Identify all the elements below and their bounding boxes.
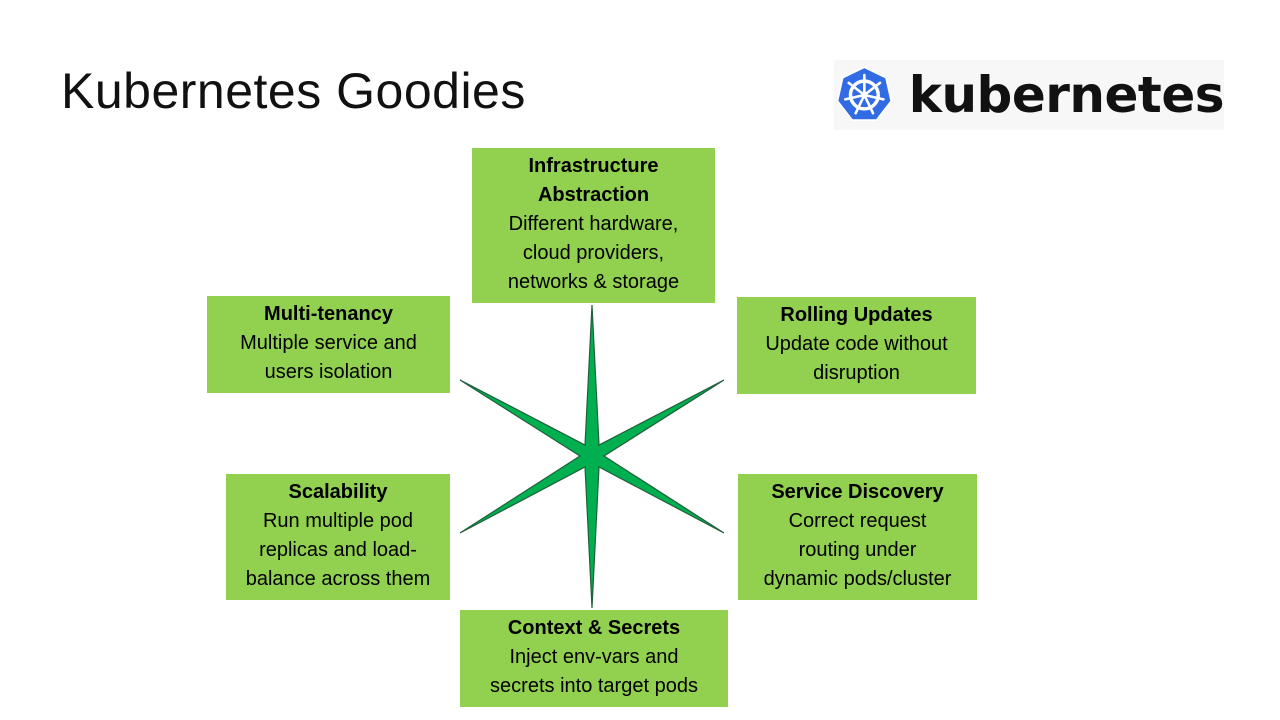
helm-wheel-icon <box>836 66 893 122</box>
box-rolling-updates: Rolling Updates Update code without disr… <box>737 297 976 394</box>
box-infrastructure-abstraction: Infrastructure Abstraction Different har… <box>472 148 715 303</box>
box-description: Update code without disruption <box>765 333 948 384</box>
box-title: Multi-tenancy <box>264 303 393 325</box>
slide-title: Kubernetes Goodies <box>61 63 526 119</box>
box-description: Multiple service and users isolation <box>240 332 417 383</box>
box-title: Context & Secrets <box>507 617 681 639</box>
box-title: Infrastructure Abstraction <box>528 155 659 206</box>
box-scalability: Scalability Run multiple pod replicas an… <box>226 474 450 600</box>
box-context-secrets: Context & Secrets Inject env-vars and se… <box>460 610 728 707</box>
kubernetes-logo: kubernetes <box>834 60 1225 130</box>
box-description: Inject env-vars and secrets into target … <box>490 646 698 697</box>
box-title: Rolling Updates <box>780 304 933 326</box>
box-service-discovery: Service Discovery Correct request routin… <box>738 474 977 600</box>
box-title: Service Discovery <box>771 481 944 503</box>
box-description: Run multiple pod replicas and load- bala… <box>245 510 431 590</box>
box-description: Correct request routing under dynamic po… <box>763 510 952 590</box>
logo-wordmark: kubernetes <box>908 66 1225 124</box>
box-description: Different hardware, cloud providers, net… <box>507 213 680 293</box>
box-title: Scalability <box>288 481 388 503</box>
box-multi-tenancy: Multi-tenancy Multiple service and users… <box>207 296 450 393</box>
